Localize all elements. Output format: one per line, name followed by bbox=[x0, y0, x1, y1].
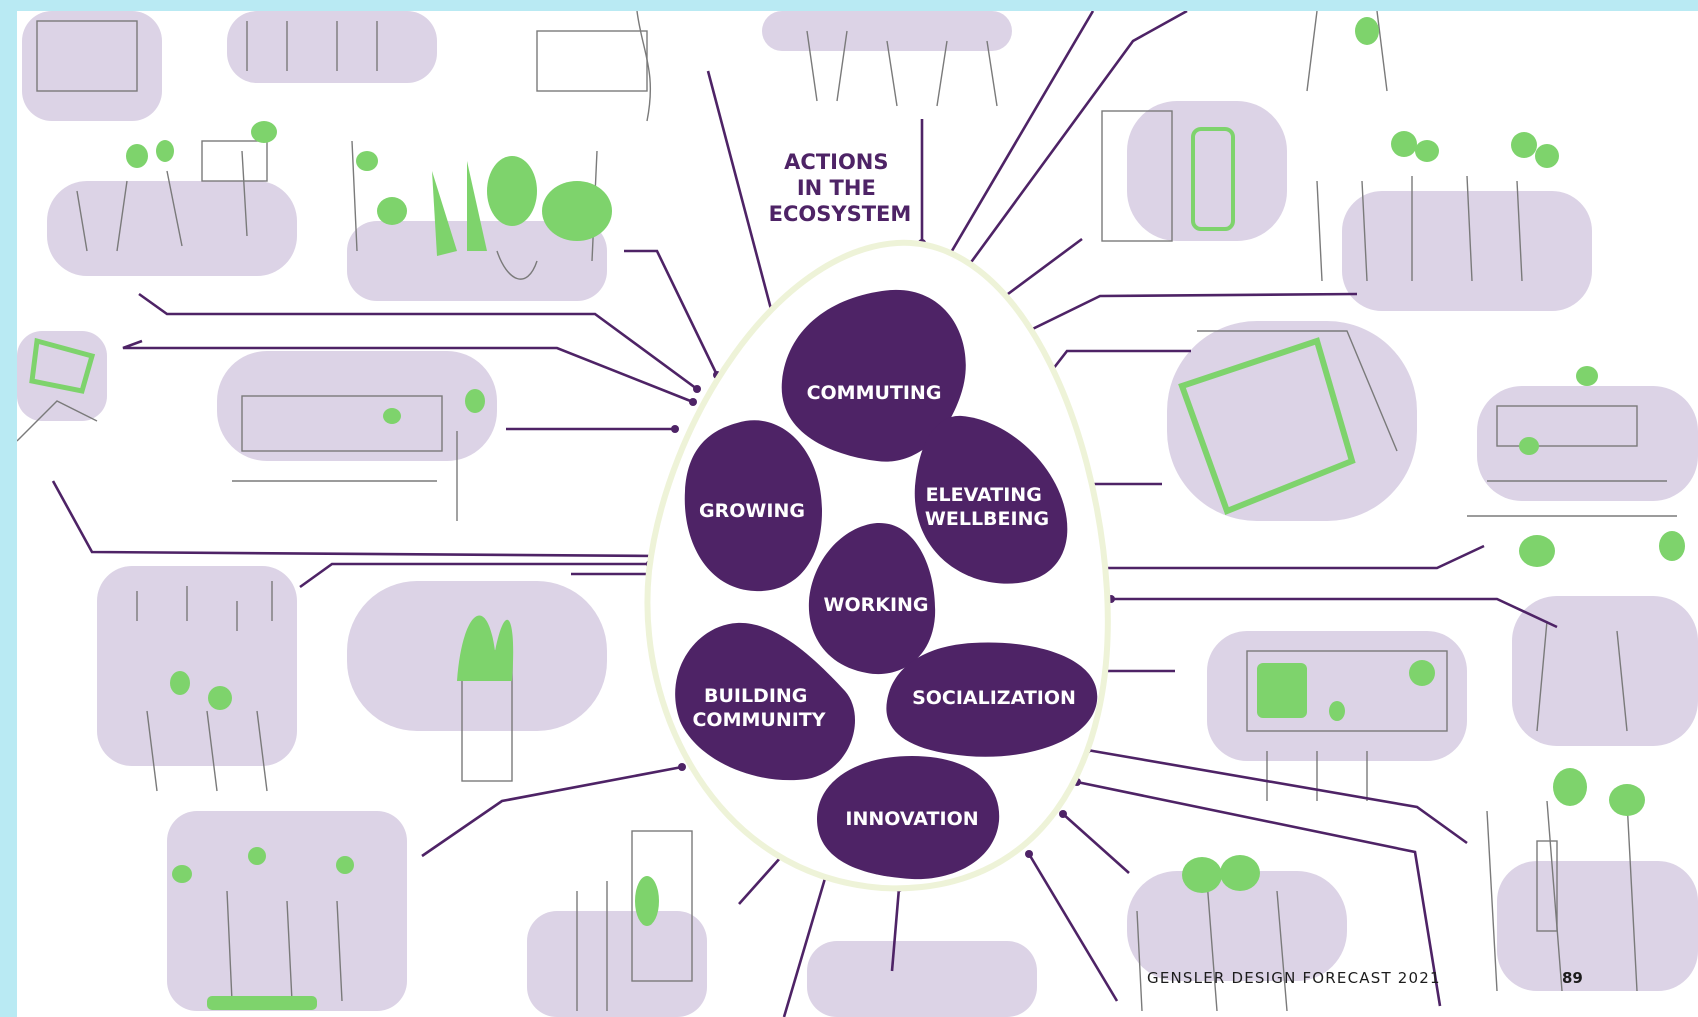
sketch-lines bbox=[17, 11, 1677, 1012]
node-label: WORKING bbox=[823, 594, 928, 616]
action-node-working: WORKING bbox=[808, 522, 936, 675]
vignette-kiosk bbox=[217, 351, 497, 461]
node-shape bbox=[781, 289, 966, 462]
vignette-garden bbox=[347, 221, 607, 301]
vignette-shelves bbox=[527, 911, 707, 1017]
vignette-presentation bbox=[1127, 871, 1347, 981]
diagram-heading: ACTIONS IN THE ECOSYSTEM bbox=[769, 150, 912, 226]
document-page: ACTIONS IN THE ECOSYSTEM COMMUTING GROWI… bbox=[17, 11, 1698, 1017]
node-shape bbox=[886, 642, 1098, 757]
node-label: SOCIALIZATION bbox=[912, 687, 1076, 709]
vignette-bottom-center bbox=[807, 941, 1037, 1017]
vignette-cafe bbox=[1512, 596, 1698, 746]
node-label: ELEVATING WELLBEING bbox=[925, 484, 1049, 530]
publication-title: GENSLER DESIGN FORECAST 2021 bbox=[1147, 969, 1441, 987]
action-node-socialization: SOCIALIZATION bbox=[886, 642, 1098, 757]
vignette-top-center bbox=[762, 11, 1012, 51]
action-node-growing: GROWING bbox=[684, 420, 822, 592]
vignette-meeting bbox=[1342, 191, 1592, 311]
heading-line-3: ECOSYSTEM bbox=[769, 202, 912, 226]
node-label: GROWING bbox=[699, 500, 805, 522]
action-node-commuting: COMMUTING bbox=[781, 289, 966, 462]
vignette-bottom-right bbox=[1497, 861, 1698, 991]
node-shape bbox=[684, 420, 822, 592]
vignette-lounge bbox=[47, 181, 297, 276]
node-label: COMMUTING bbox=[807, 382, 942, 404]
ecosystem-illustration: ACTIONS IN THE ECOSYSTEM COMMUTING GROWI… bbox=[17, 11, 1698, 1017]
node-label: BUILDING COMMUNITY bbox=[692, 685, 825, 731]
action-node-innovation: INNOVATION bbox=[817, 756, 1000, 880]
node-label: INNOVATION bbox=[845, 808, 978, 830]
page-number: 89 bbox=[1562, 969, 1583, 987]
green-accents bbox=[29, 17, 1685, 1010]
vignette-top-left bbox=[22, 11, 162, 121]
connector-lines bbox=[51, 11, 1558, 1017]
node-shape bbox=[675, 622, 856, 781]
action-node-building-community: BUILDING COMMUNITY bbox=[675, 622, 856, 781]
node-shape bbox=[914, 415, 1068, 584]
heading-line-2: IN THE bbox=[797, 176, 876, 200]
vignette-phone bbox=[1127, 101, 1287, 241]
node-shape bbox=[808, 522, 936, 675]
node-shape bbox=[817, 756, 1000, 880]
vignette-top-center-left bbox=[227, 11, 437, 83]
vignette-stage bbox=[1477, 386, 1698, 501]
vignette-plant-room bbox=[97, 566, 297, 766]
action-node-elevating-wellbeing: ELEVATING WELLBEING bbox=[914, 415, 1068, 584]
heading-line-1: ACTIONS bbox=[784, 150, 888, 174]
